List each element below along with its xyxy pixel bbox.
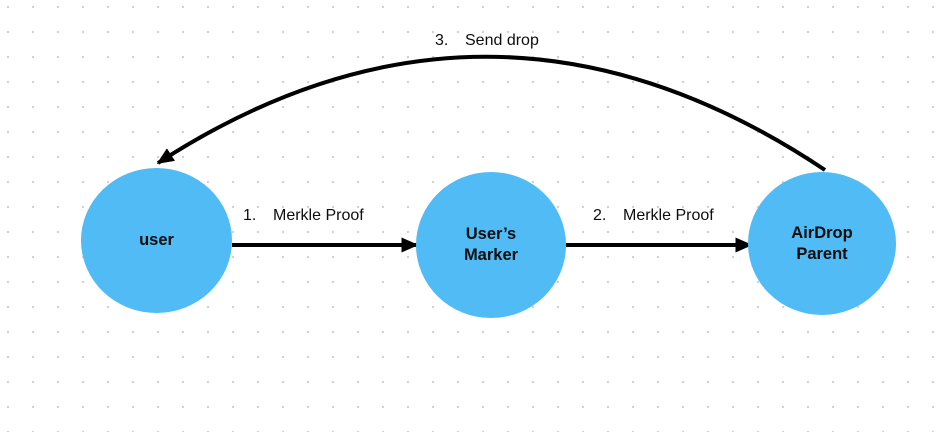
node-users-marker-label-line2: Marker xyxy=(463,246,519,264)
node-user[interactable]: user xyxy=(81,168,232,313)
edge-1-text: Merkle Proof xyxy=(273,207,364,224)
edge-2-text: Merkle Proof xyxy=(623,207,714,224)
node-airdrop-parent[interactable]: AirDrop Parent xyxy=(748,172,896,315)
edge-1-label[interactable]: 1. Merkle Proof xyxy=(243,206,364,225)
node-airdrop-parent-label-line1: AirDrop xyxy=(791,223,853,242)
node-airdrop-parent-label-line2: Parent xyxy=(796,244,848,263)
edge-3-label[interactable]: 3. Send drop xyxy=(435,31,539,50)
edge-1-number: 1. xyxy=(243,207,257,224)
edge-3-text: Send drop xyxy=(465,32,539,49)
node-users-marker[interactable]: User’s Marker xyxy=(416,172,566,318)
node-users-marker-label-line1: User’s xyxy=(465,225,517,243)
node-user-label: user xyxy=(139,231,174,249)
edge-2-label[interactable]: 2. Merkle Proof xyxy=(593,206,714,225)
edge-3-number: 3. xyxy=(435,32,449,49)
edge-3-arrow[interactable] xyxy=(156,54,827,172)
edge-2-number: 2. xyxy=(593,207,607,224)
